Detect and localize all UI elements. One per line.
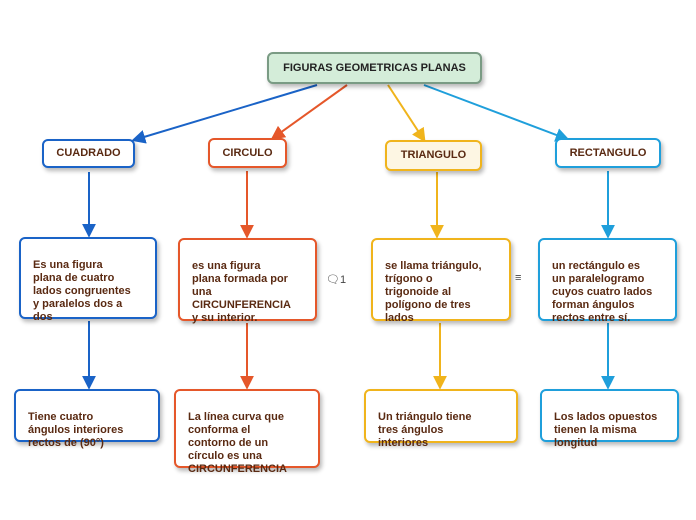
node-circulo-detail-text: La línea curva que conforma el contorno … [188,411,287,475]
node-rectangulo-desc[interactable]: un rectángulo es un paralelogramo cuyos … [538,238,677,324]
node-cuadrado[interactable]: CUADRADO [42,139,135,168]
edge-root-circulo [270,84,348,140]
node-triangulo-desc-text: se llama triángulo, trígono o trigonoide… [385,260,482,324]
node-cuadrado-desc-text: Es una figura plana de cuatro lados cong… [33,259,131,323]
root-label: FIGURAS GEOMETRICAS PLANAS [283,61,466,74]
node-triangulo-detail[interactable]: Un triángulo tiene tres ángulos interior… [364,389,518,449]
edge-root-cuadrado [131,84,318,144]
node-circulo-label: CIRCULO [222,146,273,159]
node-rectangulo-desc-text: un rectángulo es un paralelogramo cuyos … [552,260,653,324]
notes-icon: ≡ [515,272,522,284]
comment-count: 1 [339,274,347,286]
node-rectangulo-detail[interactable]: Los lados opuestos tienen la misma longi… [540,389,679,449]
node-triangulo-desc[interactable]: se llama triángulo, trígono o trigonoide… [371,238,511,324]
notes-marker[interactable]: ≡ [515,272,521,284]
edge-root-triangulo [387,84,426,143]
node-circulo-detail[interactable]: La línea curva que conforma el contorno … [174,389,320,475]
node-triangulo-detail-text: Un triángulo tiene tres ángulos interior… [378,411,472,449]
node-cuadrado-detail[interactable]: Tiene cuatro ángulos interiores rectos d… [14,389,160,449]
node-cuadrado-desc[interactable]: Es una figura plana de cuatro lados cong… [19,237,157,323]
node-rectangulo-label: RECTANGULO [569,146,647,159]
node-circulo-desc[interactable]: es una figura plana formada por una CIRC… [178,238,317,324]
node-circulo-desc-text: es una figura plana formada por una CIRC… [192,260,291,324]
comment-marker[interactable]: 🗨︎1 [326,273,346,286]
edge-root-rectangulo [423,84,570,142]
node-triangulo[interactable]: TRIANGULO [385,140,482,171]
node-rectangulo-detail-text: Los lados opuestos tienen la misma longi… [554,411,658,449]
root-node[interactable]: FIGURAS GEOMETRICAS PLANAS [267,52,482,84]
node-cuadrado-detail-text: Tiene cuatro ángulos interiores rectos d… [28,411,124,449]
node-circulo[interactable]: CIRCULO [208,138,287,168]
node-cuadrado-label: CUADRADO [56,147,121,159]
node-triangulo-label: TRIANGULO [400,149,467,161]
node-rectangulo[interactable]: RECTANGULO [555,138,661,168]
comment-icon: 🗨︎ [326,274,340,286]
